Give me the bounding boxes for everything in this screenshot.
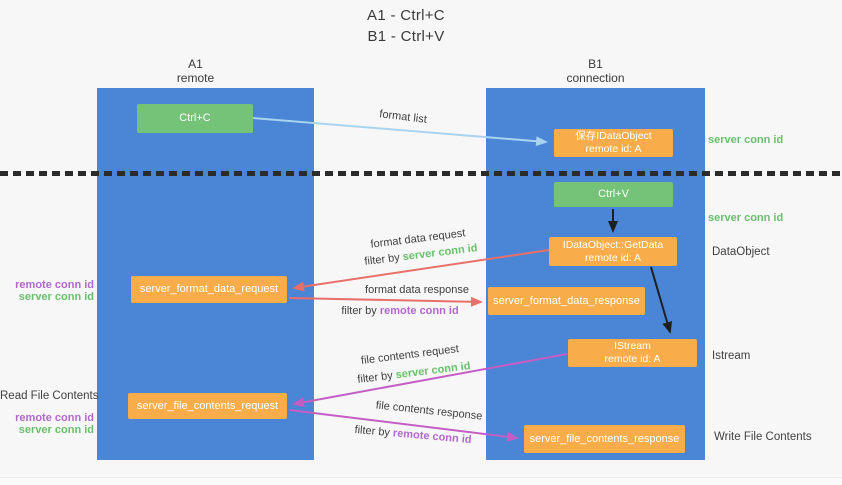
istream-line2: remote id: A xyxy=(604,353,661,365)
left-remote-conn-id-label-2: remote conn id xyxy=(15,412,94,424)
ctrl-c-box: Ctrl+C xyxy=(137,104,253,133)
istream-box: IStream remote id: A xyxy=(568,339,697,367)
filter-by-text: filter by xyxy=(363,251,404,268)
remote-conn-id-text: remote conn id xyxy=(379,305,459,317)
filter-by-text: filter by xyxy=(341,305,380,317)
remote-conn-id-text: remote conn id xyxy=(392,427,473,447)
istream-line1: IStream xyxy=(614,340,651,352)
left-remote-conn-id-label-1: remote conn id xyxy=(15,279,94,291)
right-server-conn-id-label-2: server conn id xyxy=(708,212,784,224)
diagram-title: A1 - Ctrl+C B1 - Ctrl+V xyxy=(306,5,506,47)
title-line-1: A1 - Ctrl+C xyxy=(367,7,445,24)
left-server-conn-id-label-2: server conn id xyxy=(18,424,94,436)
idataobject-getdata-line1: IDataObject::GetData xyxy=(562,238,664,251)
lane-b-header: B1 connection xyxy=(486,57,705,85)
ctrl-c-label: Ctrl+C xyxy=(179,112,211,124)
right-server-conn-id-label-1: server conn id xyxy=(708,134,784,146)
lane-a-header: A1 remote xyxy=(87,57,304,85)
dashed-divider-line xyxy=(0,171,842,176)
idataobject-getdata-line2: remote id: A xyxy=(584,251,642,264)
dataobject-label: DataObject xyxy=(712,246,770,258)
filter-by-remote-conn-id-label-2: filter by remote conn id xyxy=(333,422,494,449)
write-file-contents-label: Write File Contents xyxy=(714,431,812,443)
server-format-data-response-label: server_format_data_response xyxy=(493,294,640,307)
server-file-contents-request-label: server_file_contents_request xyxy=(136,399,279,412)
server-file-contents-response-label: server_file_contents_response xyxy=(529,432,680,445)
filter-by-text: filter by xyxy=(356,369,397,386)
file-contents-response-label: file contents response xyxy=(375,399,483,423)
left-server-conn-id-label-1: server conn id xyxy=(18,291,94,303)
lane-b-role: connection xyxy=(566,71,625,85)
lane-a-role: remote xyxy=(176,71,215,85)
lane-a-name: A1 xyxy=(188,57,203,71)
title-line-2: B1 - Ctrl+V xyxy=(367,28,445,45)
server-format-data-request-box: server_format_data_request xyxy=(131,276,287,303)
save-idataobject-line1: 保存IDataObject xyxy=(575,130,652,142)
save-idataobject-box: 保存IDataObject remote id: A xyxy=(554,129,673,157)
bottom-edge-strip xyxy=(0,477,842,485)
format-data-response-arrow xyxy=(288,296,483,307)
server-file-contents-request-box: server_file_contents_request xyxy=(128,393,287,419)
filter-by-remote-conn-id-label-1: filter by remote conn id xyxy=(320,305,480,318)
ctrl-v-label: Ctrl+V xyxy=(598,188,629,200)
format-list-label: format list xyxy=(378,108,428,126)
save-idataobject-line2: remote id: A xyxy=(585,143,642,155)
lane-b-name: B1 xyxy=(588,57,603,71)
ctrl-v-box: Ctrl+V xyxy=(554,182,673,207)
idataobject-getdata-box: IDataObject::GetData remote id: A xyxy=(549,237,677,266)
filter-by-text: filter by xyxy=(354,423,394,440)
format-data-response-label: format data response xyxy=(365,284,469,296)
read-file-contents-label: Read File Contents xyxy=(0,390,99,402)
server-conn-id-text: server conn id xyxy=(395,360,472,382)
server-format-data-response-box: server_format_data_response xyxy=(488,287,645,315)
server-format-data-request-label: server_format_data_request xyxy=(139,283,279,295)
istream-side-label: Istream xyxy=(712,350,751,362)
server-file-contents-response-box: server_file_contents_response xyxy=(524,425,685,453)
